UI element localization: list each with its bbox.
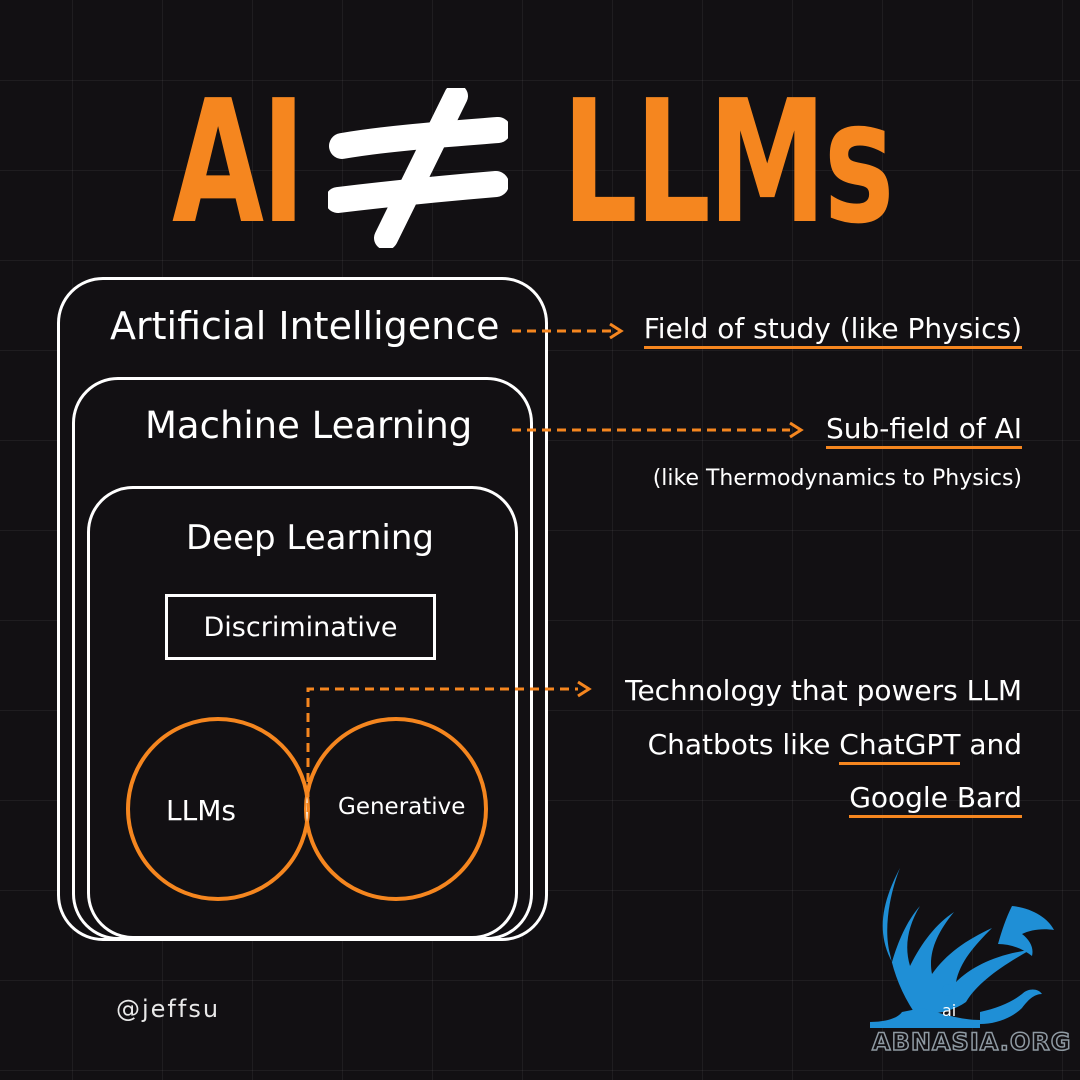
ml-note: Sub-field of AI	[825, 412, 1022, 449]
llm-note-line2: Chatbots like ChatGPT and	[647, 728, 1022, 765]
ai-note-text: Field of study (like Physics)	[643, 312, 1022, 349]
title-llms: LLMs	[562, 64, 895, 262]
llm-note-line3: Google Bard	[849, 781, 1022, 818]
title-ai: AI	[172, 64, 306, 262]
dl-label: Deep Learning	[186, 518, 435, 558]
not-equal-icon	[328, 88, 508, 248]
logo-small-text: ai	[942, 1001, 957, 1020]
llms-label: LLMs	[166, 794, 236, 827]
logo-text: ABNASIA.ORG	[871, 1027, 1072, 1057]
generative-label: Generative	[338, 794, 466, 820]
discriminative-label: Discriminative	[203, 611, 398, 643]
ml-subnote: (like Thermodynamics to Physics)	[652, 466, 1022, 491]
google-bard-link: Google Bard	[849, 781, 1022, 818]
llm-note-line2-a: Chatbots like	[647, 728, 840, 761]
author-handle: @jeffsu	[116, 995, 221, 1023]
discriminative-box: Discriminative	[165, 594, 436, 660]
griffin-logo-icon	[870, 868, 1054, 1028]
llm-note-line1: Technology that powers LLM	[625, 674, 1022, 707]
ml-label: Machine Learning	[145, 404, 473, 447]
ai-label: Artificial Intelligence	[110, 304, 500, 348]
ml-note-text: Sub-field of AI	[825, 412, 1022, 449]
chatgpt-link: ChatGPT	[839, 728, 961, 765]
ai-note: Field of study (like Physics)	[643, 312, 1022, 349]
llm-note-line2-c: and	[960, 728, 1022, 761]
